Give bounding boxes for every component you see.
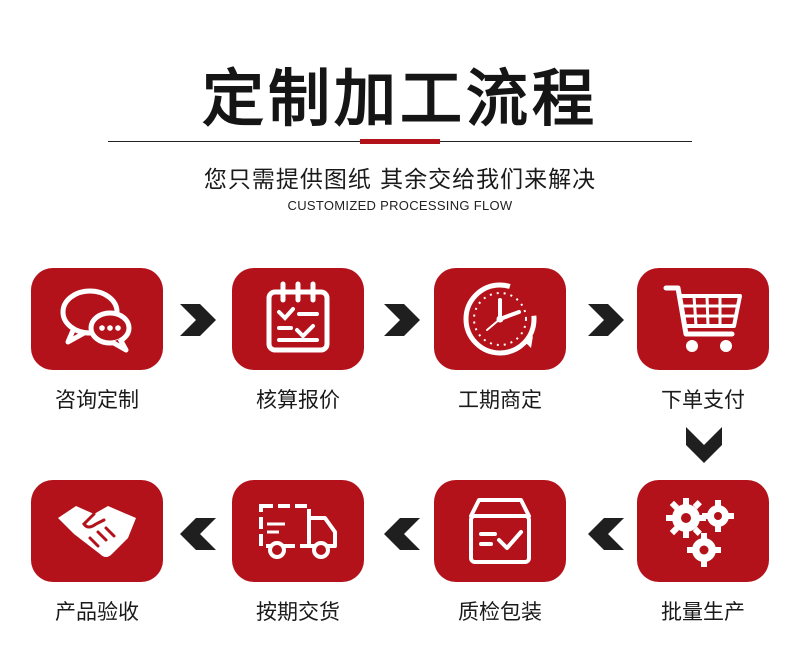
step-consult-label: 咨询定制 (55, 388, 139, 412)
arrow-right-icon (178, 302, 218, 338)
arrow-right-icon (382, 302, 422, 338)
arrow-down-icon (683, 425, 725, 465)
step-acceptance-label: 产品验收 (55, 600, 139, 624)
arrow-left-icon (382, 516, 422, 552)
step-inspection-tile (434, 480, 566, 582)
step-delivery-label: 按期交货 (256, 600, 340, 624)
gears-icon (666, 498, 734, 567)
step-production: 批量生产 (637, 480, 769, 626)
step-production-label: 批量生产 (661, 600, 745, 624)
page-title: 定制加工流程 (201, 62, 598, 135)
shopping-cart-icon (663, 285, 742, 352)
delivery-truck-icon (259, 504, 337, 559)
page-subtitle: 您只需提供图纸 其余交给我们来解决 (203, 167, 597, 193)
step-delivery-tile (232, 480, 364, 582)
step-quote-label: 核算报价 (256, 388, 340, 412)
step-production-tile (637, 480, 769, 582)
step-consult-tile (31, 268, 163, 370)
step-schedule-label: 工期商定 (458, 388, 542, 412)
step-consult: 咨询定制 (31, 268, 163, 414)
calendar-checklist-icon (266, 281, 330, 353)
step-acceptance-tile (31, 480, 163, 582)
step-quote-tile (232, 268, 364, 370)
step-delivery: 按期交货 (232, 480, 364, 626)
step-quote: 核算报价 (232, 268, 364, 414)
arrow-right-icon (586, 302, 626, 338)
page-subtitle-english: CUSTOMIZED PROCESSING FLOW (287, 198, 513, 213)
arrow-left-icon (586, 516, 626, 552)
handshake-icon (58, 506, 136, 557)
box-check-icon (469, 498, 531, 564)
clock-icon (463, 282, 537, 356)
step-schedule-tile (434, 268, 566, 370)
step-payment-tile (637, 268, 769, 370)
step-inspection: 质检包装 (434, 480, 566, 626)
title-divider-accent (360, 139, 440, 144)
step-payment: 下单支付 (637, 268, 769, 414)
step-schedule: 工期商定 (434, 268, 566, 414)
step-payment-label: 下单支付 (661, 388, 745, 412)
chat-bubbles-icon (60, 288, 132, 353)
step-inspection-label: 质检包装 (458, 600, 542, 624)
arrow-left-icon (178, 516, 218, 552)
step-acceptance: 产品验收 (31, 480, 163, 626)
